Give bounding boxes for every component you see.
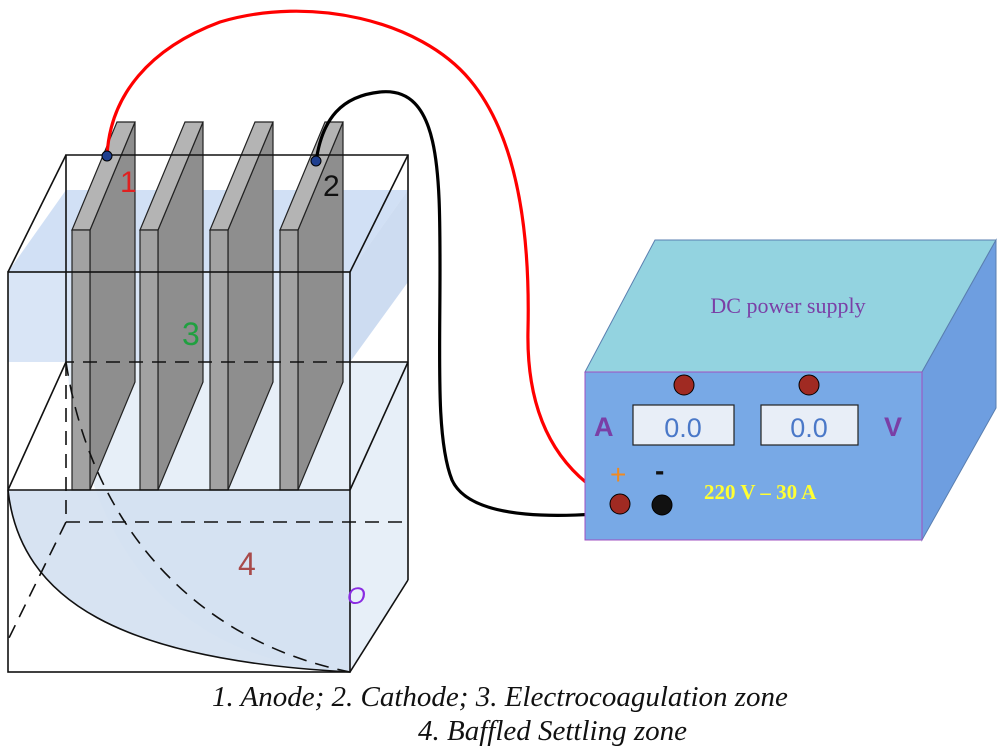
voltmeter-letter: V bbox=[884, 412, 902, 442]
voltmeter-reading: 0.0 bbox=[790, 413, 828, 443]
ammeter-letter: A bbox=[594, 412, 614, 442]
supply-front-face bbox=[584, 371, 923, 541]
water-right-face bbox=[350, 190, 408, 362]
tank-frame bbox=[7, 154, 409, 673]
cathode-number-label: 2 bbox=[323, 170, 340, 203]
cathode-wire bbox=[314, 90, 663, 517]
voltmeter-display bbox=[760, 404, 859, 446]
ammeter-knob[interactable] bbox=[673, 374, 695, 396]
negative-terminal[interactable] bbox=[651, 494, 673, 516]
water-top-surface bbox=[8, 190, 408, 272]
anode-wire bbox=[105, 9, 621, 506]
ec-zone-number-label: 3 bbox=[182, 316, 200, 352]
cathode-plate-front bbox=[279, 229, 299, 491]
plate-2-front bbox=[139, 229, 159, 491]
supply-title: DC power supply bbox=[710, 293, 865, 318]
minus-sign: - bbox=[655, 455, 664, 486]
voltmeter-knob[interactable] bbox=[798, 374, 820, 396]
plus-sign: + bbox=[610, 459, 626, 490]
plate-3-front bbox=[209, 229, 229, 491]
supply-rating: 220 V – 30 A bbox=[704, 480, 817, 504]
anode-number-label: 1 bbox=[120, 166, 137, 199]
hidden-edges bbox=[7, 361, 408, 673]
anode-plate-front bbox=[71, 229, 91, 491]
electrode-plates bbox=[71, 121, 344, 491]
caption-line-1: 1. Anode; 2. Cathode; 3. Electrocoagulat… bbox=[212, 681, 788, 713]
dc-power-supply: DC power supply 0.0 0.0 A V + - 220 V – … bbox=[584, 238, 997, 542]
anode-contact-dot bbox=[101, 150, 113, 162]
ammeter-reading: 0.0 bbox=[664, 413, 702, 443]
outlet-marker: O bbox=[347, 583, 366, 610]
caption-line-2: 4. Baffled Settling zone bbox=[418, 715, 688, 747]
settling-zone-number-label: 4 bbox=[238, 546, 256, 582]
cathode-contact-dot bbox=[310, 155, 322, 167]
ammeter-display bbox=[632, 404, 735, 446]
positive-terminal[interactable] bbox=[609, 493, 631, 515]
